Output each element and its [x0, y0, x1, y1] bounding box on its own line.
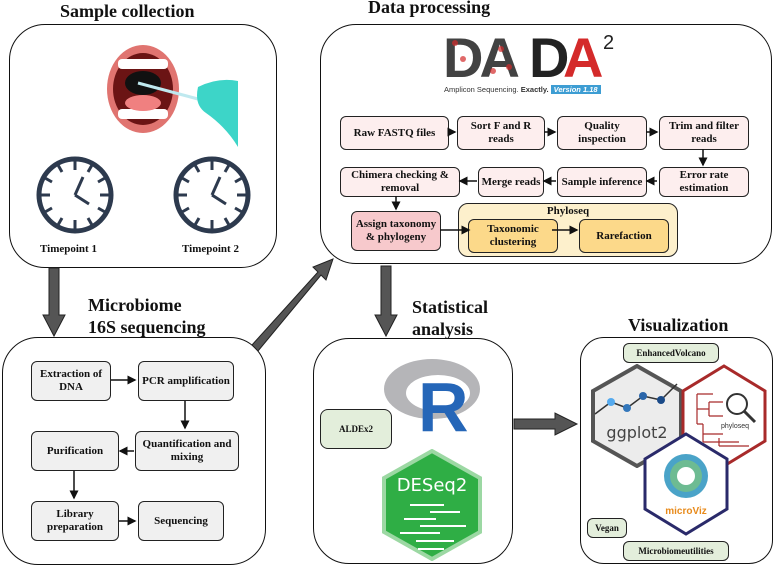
step-trim-filter: Trim and filter reads: [659, 116, 749, 150]
timepoint-2-label: Timepoint 2: [182, 243, 239, 255]
svg-text:DESeq2: DESeq2: [397, 475, 468, 496]
phyloseq-logo: phyloseq: [681, 364, 767, 468]
clock-icon: [36, 156, 114, 234]
clock-icon: [173, 156, 251, 234]
arrow-seq-to-processing: [251, 258, 334, 352]
step-assign-taxonomy: Assign taxonomy & phylogeny: [351, 211, 441, 251]
step-pcr: PCR amplification: [138, 361, 234, 401]
step-error-rate: Error rate estimation: [659, 167, 749, 197]
svg-text:DA: DA: [443, 29, 518, 83]
statistical-panel: R ALDEx2 DESeq2: [313, 338, 513, 564]
svg-text:ggplot2: ggplot2: [606, 423, 667, 442]
svg-text:phyloseq: phyloseq: [721, 423, 749, 430]
tool-microbiomeutilities: Microbiomeutilities: [623, 541, 729, 561]
timepoint-1-label: Timepoint 1: [40, 243, 97, 255]
sequencing-title-line1: Microbiome: [88, 295, 182, 315]
deseq2-logo: DESeq2: [382, 449, 482, 561]
mouth-swab-icon: [107, 45, 238, 147]
visualization-panel: EnhancedVolcano ggplot2 phyloseq microVi…: [580, 337, 773, 564]
tool-aldex2: ALDEx2: [320, 409, 392, 449]
step-raw-fastq: Raw FASTQ files: [340, 116, 449, 150]
svg-text:2: 2: [603, 32, 614, 54]
tool-vegan: Vegan: [587, 518, 627, 538]
step-sample-inference: Sample inference: [557, 167, 647, 197]
step-sequencing: Sequencing: [138, 501, 224, 541]
step-chimera: Chimera checking & removal: [340, 167, 460, 197]
svg-text:microViz: microViz: [665, 506, 707, 517]
svg-text:R: R: [418, 368, 469, 433]
step-extraction-dna: Extraction of DNA: [31, 361, 111, 401]
arrow-sample-to-seq: [42, 267, 66, 338]
tool-enhancedvolcano: EnhancedVolcano: [623, 343, 719, 363]
statistical-title-line2: analysis: [412, 319, 474, 339]
step-library-prep: Library preparation: [31, 501, 119, 541]
data-processing-panel: DA D A 2 Amplicon Sequencing. Exactly. V…: [320, 24, 772, 264]
sample-collection-title: Sample collection: [60, 1, 195, 21]
dada2-version-badge: Version 1.18: [550, 85, 601, 94]
svg-text:D: D: [529, 29, 568, 83]
phyloseq-label: Phyloseq: [546, 205, 590, 217]
microviz-logo: microViz: [643, 432, 729, 536]
ggplot2-logo: ggplot2: [591, 364, 683, 468]
step-rarefaction: Rarefaction: [579, 219, 669, 253]
step-sort-reads: Sort F and R reads: [457, 116, 545, 150]
step-quantification: Quantification and mixing: [135, 431, 239, 471]
sample-collection-panel: Timepoint 1 Timepoint 2: [9, 24, 277, 268]
phyloseq-group: Phyloseq Taxonomic clustering Rarefactio…: [458, 203, 678, 257]
statistical-title-line1: Statistical: [412, 297, 488, 317]
sequencing-title-line2: 16S sequencing: [88, 317, 206, 337]
r-logo: R: [384, 359, 480, 433]
step-quality-inspection: Quality inspection: [557, 116, 647, 150]
arrow-stats-to-vis: [513, 412, 579, 436]
step-purification: Purification: [31, 431, 119, 471]
step-taxonomic-clustering: Taxonomic clustering: [468, 219, 558, 253]
arrow-processing-to-stats: [374, 265, 398, 338]
dada2-tagline-bold: Exactly.: [520, 85, 549, 94]
data-processing-title: Data processing: [368, 0, 491, 17]
dada2-tagline: Amplicon Sequencing. Exactly. Version 1.…: [444, 85, 601, 94]
visualization-title: Visualization: [628, 315, 729, 335]
svg-text:A: A: [563, 29, 603, 83]
dada2-tagline-text: Amplicon Sequencing.: [444, 85, 519, 94]
dada2-logo: DA D A 2: [443, 29, 614, 83]
